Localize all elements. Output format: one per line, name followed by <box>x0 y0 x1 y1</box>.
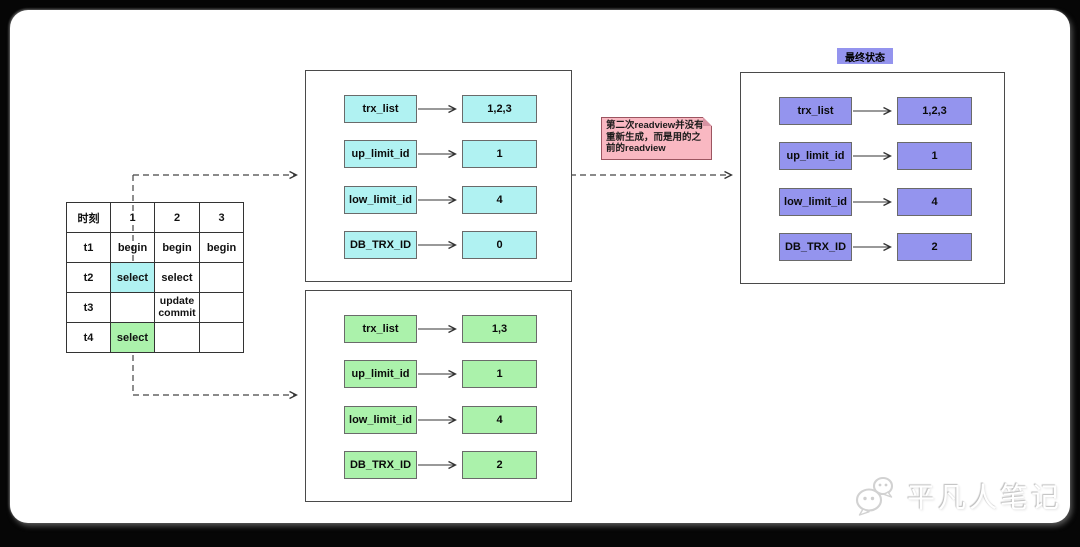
table-cell-t4-trx3 <box>200 323 244 353</box>
readview-arrows <box>418 104 457 250</box>
low-limit-id-value: 4 <box>462 186 537 214</box>
low-limit-id-label: low_limit_id <box>344 406 417 434</box>
table-cell-t4-trx1-select: select <box>111 323 155 353</box>
table-row-label-t2: t2 <box>67 263 111 293</box>
table-cell-t1-trx1: begin <box>111 233 155 263</box>
table-header-trx1: 1 <box>111 203 155 233</box>
readview-sticky-note: 第二次readview并没有重新生成，而是用的之前的readview <box>601 117 712 160</box>
table-cell-t4-trx2 <box>155 323 200 353</box>
trx-list-value: 1,3 <box>462 315 537 343</box>
up-limit-id-label: up_limit_id <box>344 360 417 388</box>
db-trx-id-label: DB_TRX_ID <box>344 451 417 479</box>
table-row-label-t3: t3 <box>67 293 111 323</box>
table-cell-t2-trx1-select: select <box>111 263 155 293</box>
db-trx-id-label: DB_TRX_ID <box>779 233 852 261</box>
db-trx-id-value: 2 <box>897 233 972 261</box>
up-limit-id-label: up_limit_id <box>344 140 417 168</box>
transaction-timeline-table: 时刻 1 2 3 t1 begin begin begin t2 select … <box>66 202 244 353</box>
up-limit-id-value: 1 <box>897 142 972 170</box>
up-limit-id-label: up_limit_id <box>779 142 852 170</box>
table-row-label-t4: t4 <box>67 323 111 353</box>
db-trx-id-value: 2 <box>462 451 537 479</box>
table-cell-t1-trx2: begin <box>155 233 200 263</box>
table-header-trx2: 2 <box>155 203 200 233</box>
db-trx-id-value: 0 <box>462 231 537 259</box>
up-limit-id-value: 1 <box>462 140 537 168</box>
table-cell-t3-trx3 <box>200 293 244 323</box>
low-limit-id-value: 4 <box>462 406 537 434</box>
trx-list-label: trx_list <box>779 97 852 125</box>
table-cell-t2-trx3 <box>200 263 244 293</box>
db-trx-id-label: DB_TRX_ID <box>344 231 417 259</box>
readview-box-first: trx_list 1,2,3 up_limit_id 1 low_limit_i… <box>305 70 572 282</box>
watermark: 平凡人笔记 <box>854 472 1062 520</box>
watermark-text: 平凡人笔记 <box>907 482 1063 513</box>
table-header-time: 时刻 <box>67 203 111 233</box>
table-header-trx3: 3 <box>200 203 244 233</box>
low-limit-id-label: low_limit_id <box>779 188 852 216</box>
trx-list-label: trx_list <box>344 315 417 343</box>
table-cell-t1-trx3: begin <box>200 233 244 263</box>
table-cell-t3-trx1 <box>111 293 155 323</box>
table-row-label-t1: t1 <box>67 233 111 263</box>
up-limit-id-value: 1 <box>462 360 537 388</box>
table-cell-t3-trx2-update-commit: update commit <box>155 293 200 323</box>
final-state-badge: 最终状态 <box>837 48 893 64</box>
note-text: 第二次readview并没有重新生成，而是用的之前的readview <box>606 120 704 155</box>
note-folded-corner-icon <box>703 117 712 126</box>
table-cell-t2-trx2: select <box>155 263 200 293</box>
readview-box-second: trx_list 1,3 up_limit_id 1 low_limit_id … <box>305 290 572 502</box>
readview-arrows <box>418 324 457 470</box>
readview-arrows <box>853 106 892 252</box>
trx-list-label: trx_list <box>344 95 417 123</box>
final-state-box: 最终状态 trx_list 1,2,3 up_limit_id 1 low_li… <box>740 48 1005 284</box>
low-limit-id-label: low_limit_id <box>344 186 417 214</box>
wechat-icon <box>855 476 894 516</box>
trx-list-value: 1,2,3 <box>897 97 972 125</box>
trx-list-value: 1,2,3 <box>462 95 537 123</box>
low-limit-id-value: 4 <box>897 188 972 216</box>
